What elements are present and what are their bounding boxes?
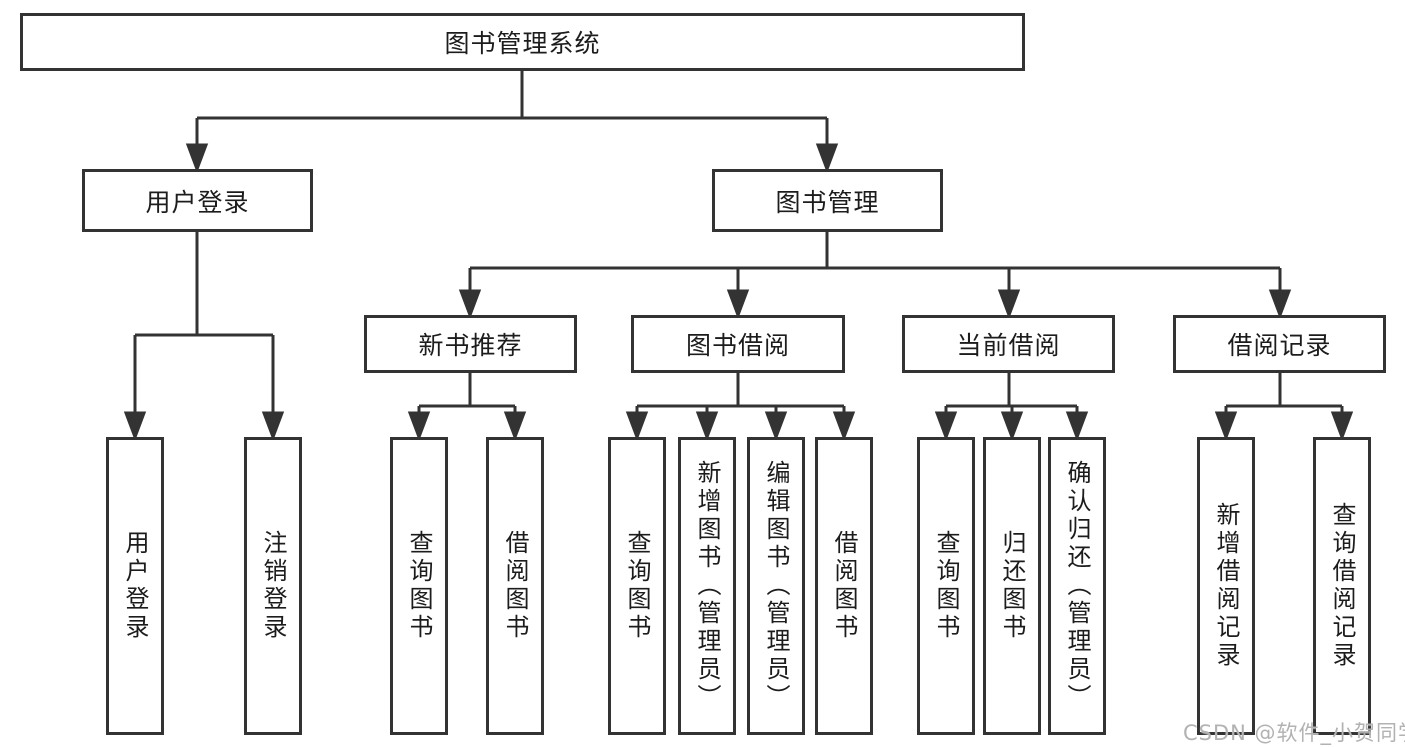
- leaf-label: 查询图书: [623, 530, 651, 642]
- leaf-add-books-admin: 新增图书（管理员）: [678, 437, 736, 735]
- leaf-add-borrow-record: 新增借阅记录: [1197, 437, 1255, 735]
- leaf-return-books: 归还图书: [983, 437, 1041, 735]
- connector-book-borrow: [625, 373, 856, 442]
- node-book-management: 图书管理: [712, 169, 943, 232]
- leaf-label: 查询图书: [405, 530, 433, 642]
- node-current-borrowing: 当前借阅: [902, 315, 1115, 373]
- connector-current-borrow: [934, 373, 1089, 442]
- connector-user-login: [123, 232, 285, 442]
- leaf-label: 新增借阅记录: [1212, 502, 1240, 670]
- leaf-label: 确认归还（管理员）: [1063, 460, 1091, 712]
- connector-root-to-level2: [185, 71, 839, 174]
- connector-book-mgmt: [458, 232, 1292, 320]
- connector-borrow-records: [1214, 373, 1354, 442]
- leaf-borrow-books-recommend: 借阅图书: [486, 437, 544, 735]
- leaf-borrow-books: 借阅图书: [815, 437, 873, 735]
- leaf-logout: 注销登录: [244, 437, 302, 735]
- node-label: 当前借阅: [956, 331, 1061, 360]
- leaf-confirm-return-admin: 确认归还（管理员）: [1048, 437, 1106, 735]
- leaf-query-books-current: 查询图书: [917, 437, 975, 735]
- leaf-query-borrow-record: 查询借阅记录: [1313, 437, 1371, 735]
- leaf-label: 借阅图书: [830, 530, 858, 642]
- leaf-label: 查询图书: [932, 530, 960, 642]
- leaf-edit-books-admin: 编辑图书（管理员）: [747, 437, 805, 735]
- node-new-book-recommendation: 新书推荐: [364, 315, 577, 373]
- leaf-user-login: 用户登录: [106, 437, 164, 735]
- leaf-label: 归还图书: [998, 530, 1026, 642]
- node-user-login: 用户登录: [82, 169, 313, 232]
- leaf-label: 编辑图书（管理员）: [762, 460, 790, 712]
- leaf-query-books-recommend: 查询图书: [390, 437, 448, 735]
- leaf-label: 查询借阅记录: [1328, 502, 1356, 670]
- leaf-query-books-borrow: 查询图书: [608, 437, 666, 735]
- node-label: 图书管理: [775, 187, 880, 217]
- node-borrowing-records: 借阅记录: [1173, 315, 1386, 373]
- node-label: 借阅记录: [1227, 331, 1332, 360]
- connector-new-books: [407, 373, 527, 442]
- node-label: 图书管理系统: [444, 29, 601, 58]
- node-book-borrowing: 图书借阅: [631, 315, 845, 373]
- node-label: 新书推荐: [418, 331, 523, 360]
- leaf-label: 用户登录: [121, 530, 149, 642]
- node-library-management-system: 图书管理系统: [20, 13, 1025, 71]
- leaf-label: 注销登录: [259, 530, 287, 642]
- leaf-label: 借阅图书: [501, 530, 529, 642]
- node-label: 用户登录: [145, 187, 250, 217]
- leaf-label: 新增图书（管理员）: [693, 460, 721, 712]
- node-label: 图书借阅: [685, 331, 790, 360]
- csdn-watermark: CSDN @软件_小贺同学: [1183, 721, 1405, 745]
